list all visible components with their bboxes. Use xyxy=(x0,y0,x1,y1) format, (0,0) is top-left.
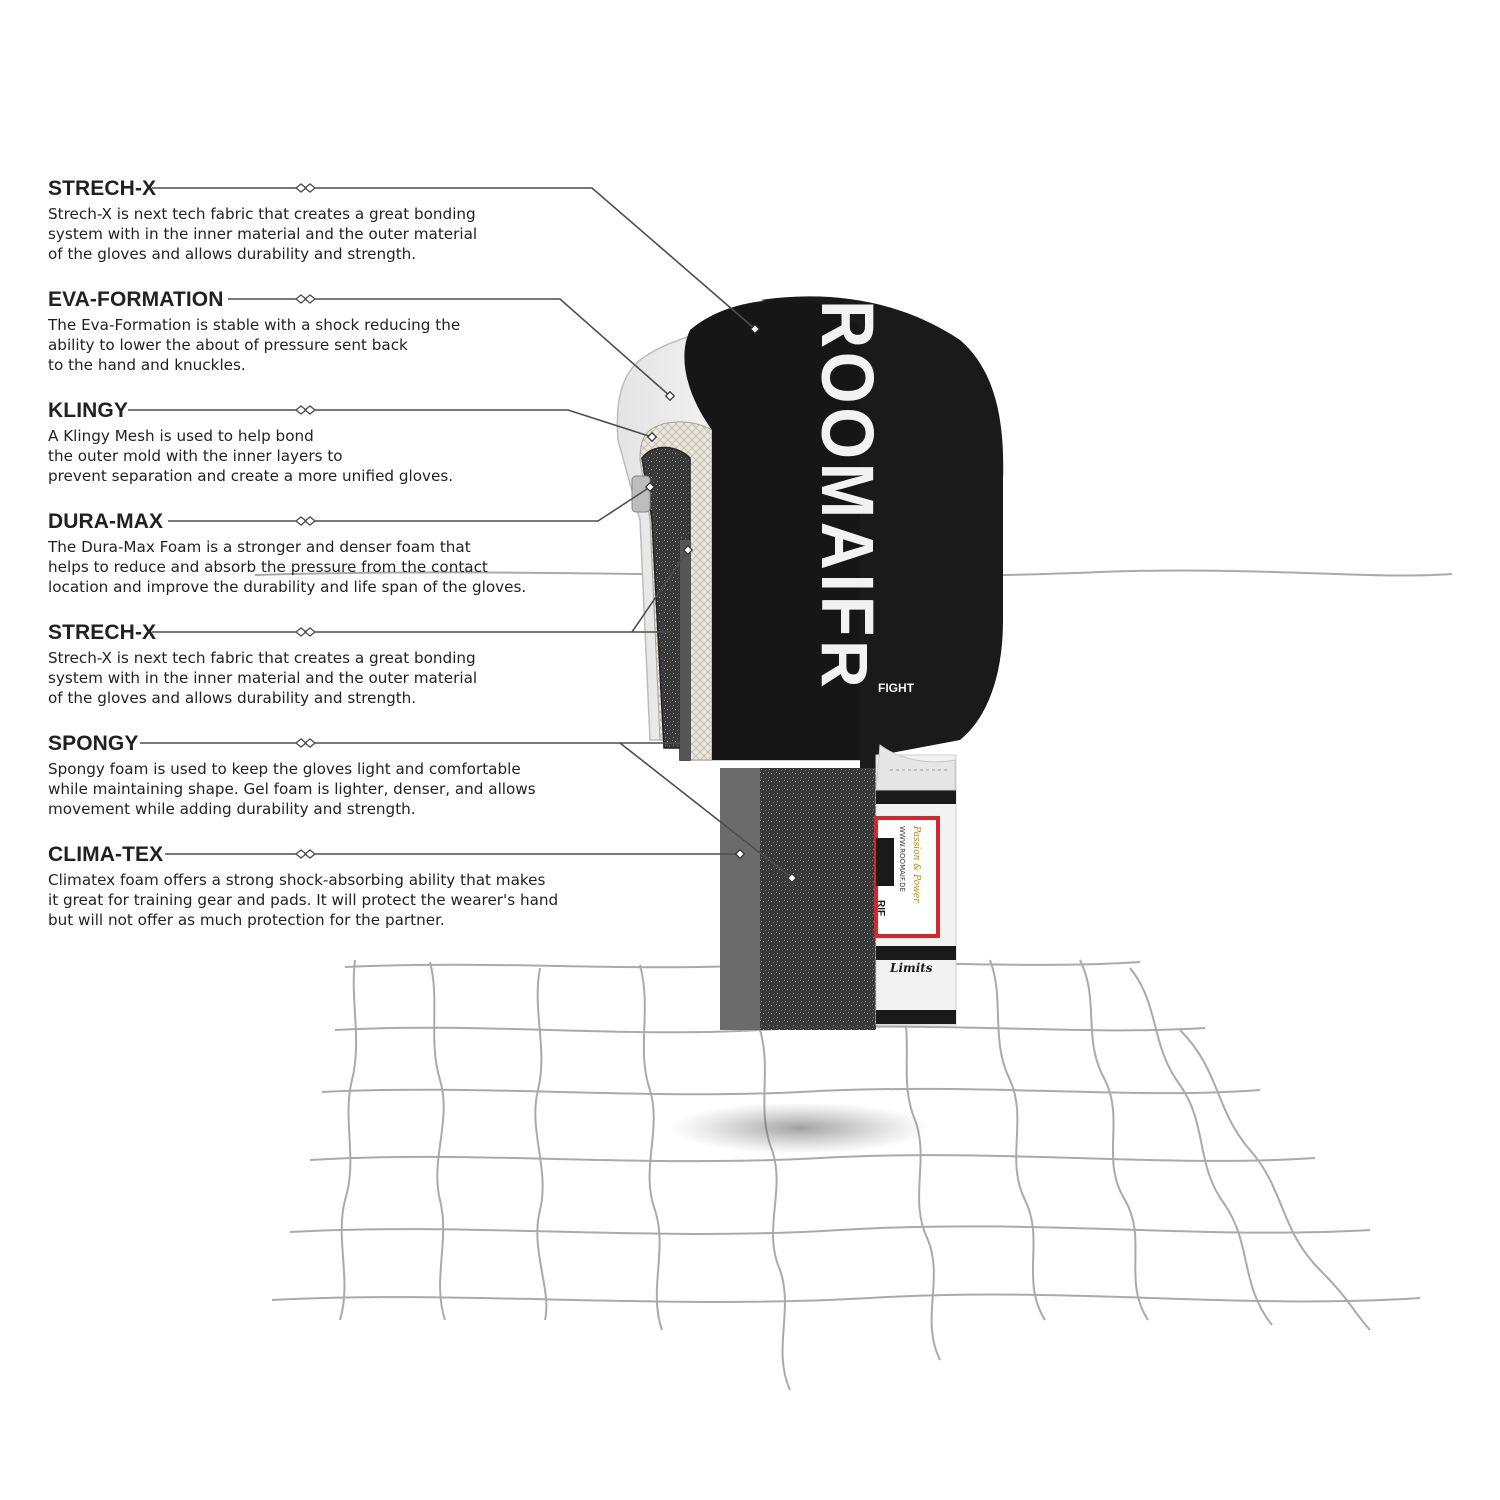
glove-body: ROOMAIF R FIGHT xyxy=(684,296,1004,1025)
layer-clima-tex: CLIMA-TEX Climatex foam offers a strong … xyxy=(48,844,608,930)
square-marker-icon xyxy=(664,390,676,402)
diamond-node-icon xyxy=(294,849,317,859)
diamond-node-icon xyxy=(294,183,317,193)
layer-description: Strech-X is next tech fabric that create… xyxy=(48,649,478,707)
strap-text: Limits xyxy=(889,961,933,975)
layer-title: KLINGY xyxy=(48,399,128,422)
layer-title: STRECH-X xyxy=(48,177,157,200)
floor-grid xyxy=(254,569,1453,1391)
layer-description: The Dura-Max Foam is a stronger and dens… xyxy=(48,538,527,596)
patch-url: WWW.ROOMAIF.DE xyxy=(898,826,906,892)
patch-text: Passion & Power xyxy=(911,825,921,903)
brand-text: ROOMAIF xyxy=(806,300,889,640)
patch-brand: RIF xyxy=(875,900,886,916)
logo-letter: R xyxy=(808,640,882,688)
leader-lines xyxy=(128,183,798,884)
layer-title: SPONGY xyxy=(48,732,139,755)
layer-title: CLIMA-TEX xyxy=(48,843,164,866)
layer-description: The Eva-Formation is stable with a shock… xyxy=(48,316,461,374)
square-marker-icon xyxy=(734,848,746,860)
logo-caption: FIGHT xyxy=(878,681,915,695)
label-patch: Passion & Power WWW.ROOMAIF.DE RIF xyxy=(874,816,940,938)
layer-description: A Klingy Mesh is used to help bond the o… xyxy=(48,427,454,485)
layer-spongy: SPONGY Spongy foam is used to keep the g… xyxy=(48,733,608,819)
diamond-node-icon xyxy=(294,405,317,415)
diamond-node-icon xyxy=(294,738,317,748)
layer-title: STRECH-X xyxy=(48,621,157,644)
leader-line xyxy=(228,298,671,397)
square-marker-icon xyxy=(682,544,694,556)
layer-description: Spongy foam is used to keep the gloves l… xyxy=(48,760,536,818)
layer-description: Strech-X is next tech fabric that create… xyxy=(48,205,478,263)
square-marker-icon xyxy=(786,872,798,884)
layer-dura-max: DURA-MAX The Dura-Max Foam is a stronger… xyxy=(48,511,608,597)
glove-cuff: Passion & Power WWW.ROOMAIF.DE RIF Limit… xyxy=(720,744,957,1030)
brand-strip: ROOMAIF R FIGHT xyxy=(806,300,915,695)
leader-line xyxy=(128,409,653,438)
layer-title: EVA-FORMATION xyxy=(48,288,224,311)
diamond-node-icon xyxy=(294,294,317,304)
layer-eva-formation: EVA-FORMATION The Eva-Formation is stabl… xyxy=(48,289,608,375)
layer-strech-x-top: STRECH-X Strech-X is next tech fabric th… xyxy=(48,178,608,264)
square-marker-icon xyxy=(749,323,761,335)
layer-klingy: KLINGY A Klingy Mesh is used to help bon… xyxy=(48,400,608,486)
layer-title: DURA-MAX xyxy=(48,510,164,533)
diamond-node-icon xyxy=(294,627,317,637)
layer-strech-x-bottom: STRECH-X Strech-X is next tech fabric th… xyxy=(48,622,608,708)
glove-shadow xyxy=(670,1102,930,1154)
square-marker-icon xyxy=(646,431,658,443)
square-marker-icon xyxy=(644,481,656,493)
diamond-node-icon xyxy=(294,516,317,526)
layer-description: Climatex foam offers a strong shock-abso… xyxy=(48,871,559,929)
